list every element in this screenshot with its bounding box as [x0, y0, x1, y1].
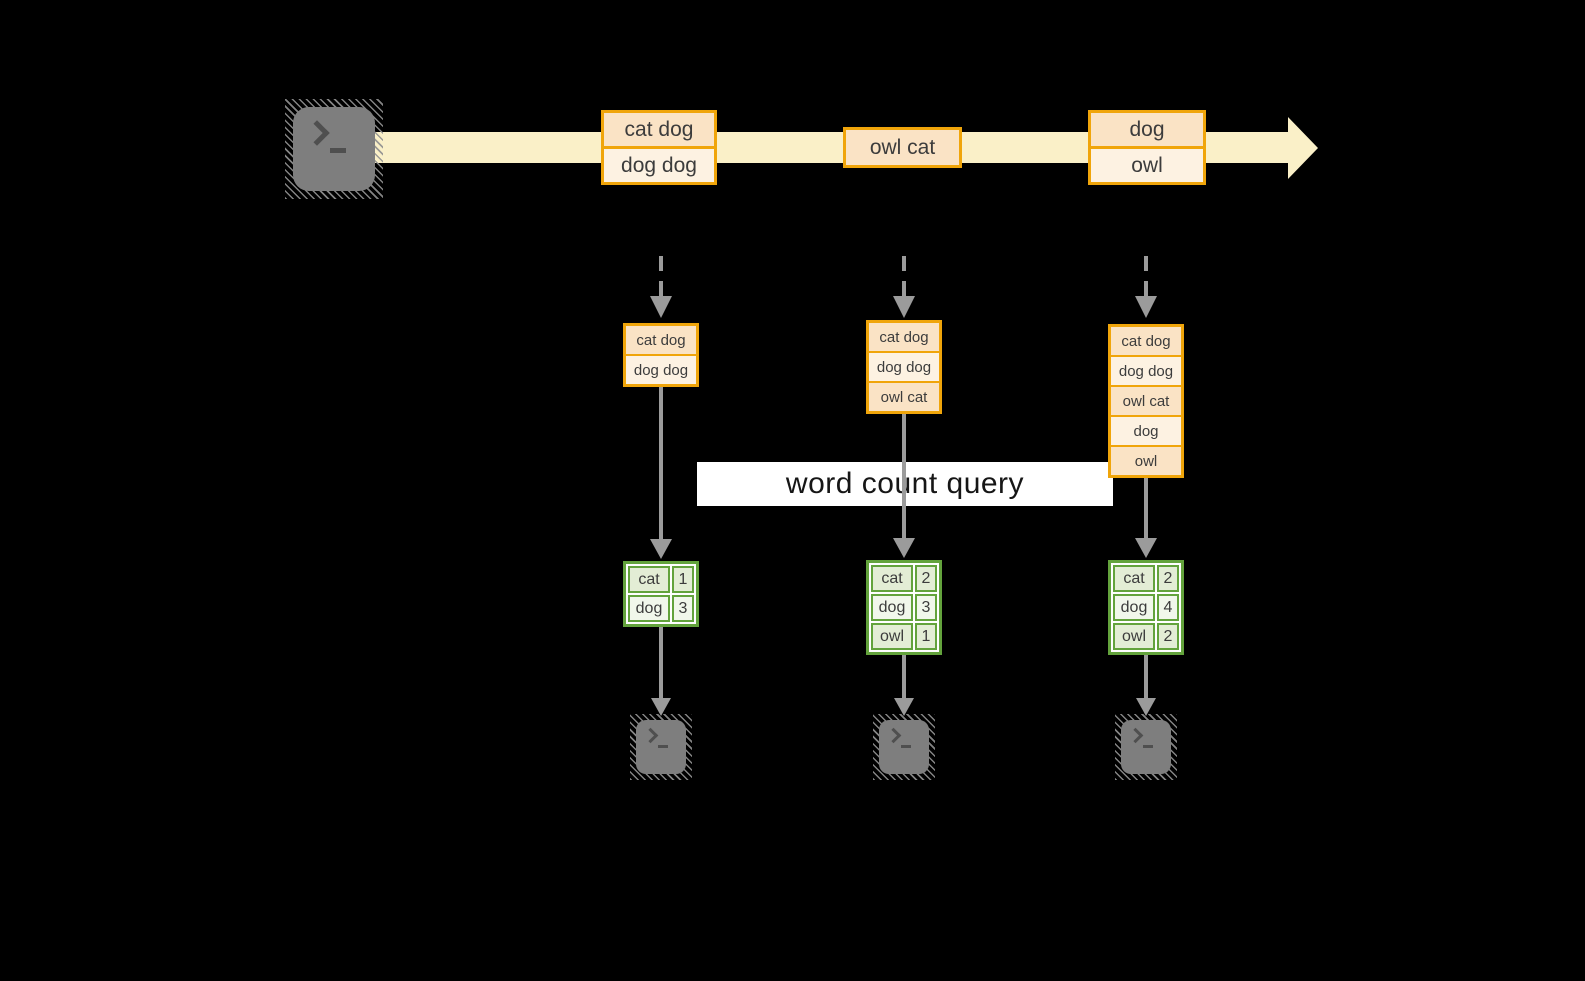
count-value-cell: 3 [672, 595, 694, 622]
count-word-cell: dog [628, 595, 670, 622]
stream-batch-1: cat dog dog dog [601, 110, 717, 185]
query-label: word count query [697, 462, 1113, 506]
prompt-chevron-icon [885, 727, 902, 744]
terminal-screen [293, 107, 375, 191]
count-table-2: cat 2 dog 3 owl 1 [866, 560, 942, 655]
state-record: owl cat [869, 381, 939, 411]
count-word-cell: cat [871, 565, 913, 592]
count-value-cell: 4 [1157, 594, 1179, 621]
prompt-chevron-icon [642, 727, 659, 744]
cursor-underscore-icon [658, 745, 668, 748]
stream-batch-3: dog owl [1088, 110, 1206, 185]
state-record: cat dog [869, 323, 939, 351]
terminal-screen [636, 720, 686, 774]
dashed-arrow-icon [650, 256, 1157, 318]
stream-record: dog dog [604, 146, 714, 182]
sink-terminal-icon [1115, 714, 1177, 780]
count-value-cell: 2 [1157, 623, 1179, 650]
state-record: owl cat [1111, 385, 1181, 415]
count-word-cell: owl [1113, 623, 1155, 650]
state-buffer-2: cat dog dog dog owl cat [866, 320, 942, 414]
prompt-chevron-icon [1127, 727, 1144, 744]
stream-record: owl cat [846, 130, 959, 165]
cursor-underscore-icon [1143, 745, 1153, 748]
state-record: dog [1111, 415, 1181, 445]
terminal-screen [879, 720, 929, 774]
count-table-1: cat 1 dog 3 [623, 561, 699, 627]
state-record: cat dog [626, 326, 696, 354]
count-word-cell: cat [628, 566, 670, 593]
stream-arrowhead-icon [1288, 117, 1318, 179]
count-value-cell: 3 [915, 594, 937, 621]
state-record: dog dog [1111, 355, 1181, 385]
count-value-cell: 1 [915, 623, 937, 650]
stream-record: owl [1091, 146, 1203, 182]
count-word-cell: cat [1113, 565, 1155, 592]
state-buffer-1: cat dog dog dog [623, 323, 699, 387]
prompt-chevron-icon [304, 120, 330, 146]
sink-terminal-icon [630, 714, 692, 780]
stream-record: dog [1091, 113, 1203, 146]
state-record: dog dog [626, 354, 696, 384]
count-value-cell: 2 [1157, 565, 1179, 592]
stream-batch-2: owl cat [843, 127, 962, 168]
count-value-cell: 1 [672, 566, 694, 593]
state-record: cat dog [1111, 327, 1181, 355]
stream-record: cat dog [604, 113, 714, 146]
state-record: dog dog [869, 351, 939, 381]
terminal-screen [1121, 720, 1171, 774]
count-word-cell: dog [871, 594, 913, 621]
source-terminal-icon [285, 99, 383, 199]
count-word-cell: owl [871, 623, 913, 650]
state-buffer-3: cat dog dog dog owl cat dog owl [1108, 324, 1184, 478]
count-table-3: cat 2 dog 4 owl 2 [1108, 560, 1184, 655]
count-word-cell: dog [1113, 594, 1155, 621]
sink-terminal-icon [873, 714, 935, 780]
cursor-underscore-icon [901, 745, 911, 748]
count-value-cell: 2 [915, 565, 937, 592]
state-record: owl [1111, 445, 1181, 475]
cursor-underscore-icon [330, 148, 346, 153]
